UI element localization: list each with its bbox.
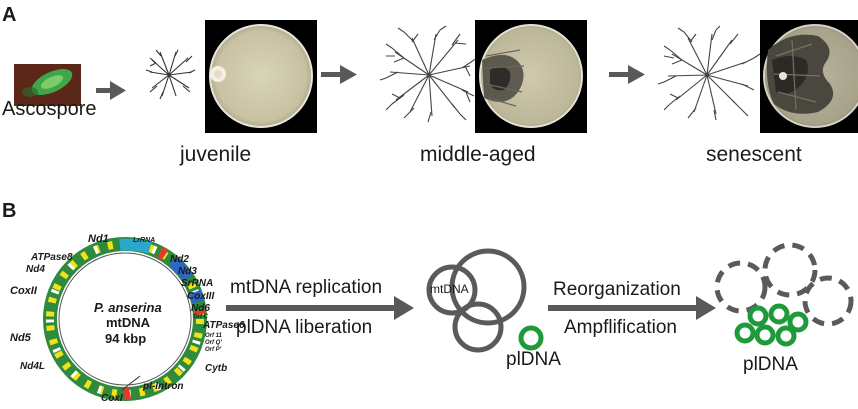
arrow-a1 [96, 81, 126, 100]
juvenile-colony-drawing [145, 49, 196, 100]
mtdna-circle-1 [426, 264, 478, 316]
dashed-circle-1 [714, 260, 768, 314]
mtdna-circle-label: mtDNA [430, 282, 469, 296]
mtdna-circle-3 [452, 301, 504, 353]
pldna-label-2: plDNA [743, 354, 798, 375]
pldna-cluster [734, 303, 809, 347]
gene-nd2: Nd2 [170, 254, 189, 265]
process2-line2: Ampflification [564, 317, 677, 338]
gene-lrrna: LrRNA [133, 237, 156, 244]
gene-orfq: Orf Q' [205, 340, 222, 346]
ascospore-label: Ascospore [2, 98, 97, 120]
gene-nd5: Nd5 [10, 332, 31, 344]
gene-nd4: Nd4 [26, 264, 45, 275]
ascospore-image [14, 64, 81, 106]
gene-nd6: Nd6 [191, 303, 210, 314]
dashed-circle-2 [762, 242, 818, 298]
panel-a-graphics [14, 20, 858, 133]
gene-srrna: SrRNA [181, 278, 214, 289]
senescent-plate-photo [760, 20, 858, 133]
arrow-b2 [548, 296, 716, 320]
stage-label-middle-aged: middle-aged [420, 143, 536, 166]
gene-cytb: Cytb [205, 363, 228, 374]
stage-label-senescent: senescent [706, 143, 802, 166]
gene-nd1: Nd1 [88, 233, 109, 245]
gene-nd4l: Nd4L [20, 361, 45, 372]
panel-b-letter: B [2, 200, 17, 222]
gene-pl-intron: pl-Intron [143, 381, 184, 392]
process1-line2: plDNA liberation [236, 317, 373, 338]
gene-coxi: CoxI [101, 393, 123, 404]
genome-name: mtDNA [106, 315, 151, 330]
genome-size: 94 kbp [105, 331, 147, 346]
gene-atpase6: ATPase6 [203, 320, 245, 331]
gene-orf11: Orf 11 [205, 333, 222, 339]
juvenile-plate-photo [205, 20, 317, 133]
gene-coxii: CoxII [10, 285, 37, 297]
gene-atpase8: ATPase8 [31, 252, 73, 263]
mtdna-genome-map [43, 237, 207, 401]
arrow-b1 [226, 296, 414, 320]
panel-b-graphics [43, 237, 854, 401]
arrow-a2 [321, 65, 357, 84]
mtdna-circle-2 [449, 248, 527, 326]
process2-line1: Reorganization [553, 279, 681, 300]
middle-aged-colony-drawing [379, 25, 481, 123]
senescent-colony-drawing [657, 25, 761, 121]
dashed-circle-3 [802, 275, 854, 327]
panel-a-letter: A [2, 4, 17, 26]
pldna-label-1: plDNA [506, 349, 561, 370]
process1-line1: mtDNA replication [230, 277, 383, 298]
gene-orfc: Orf C [193, 314, 208, 320]
stage-label-juvenile: juvenile [180, 143, 252, 166]
gene-nd3: Nd3 [178, 266, 197, 277]
pldna-circle [518, 325, 544, 351]
genome-species: P. anserina [94, 300, 162, 315]
arrow-a3 [609, 65, 645, 84]
gene-coxiii: CoxIII [187, 291, 215, 302]
middle-aged-plate-photo [475, 20, 587, 133]
gene-orfp: Orf P' [205, 347, 222, 353]
